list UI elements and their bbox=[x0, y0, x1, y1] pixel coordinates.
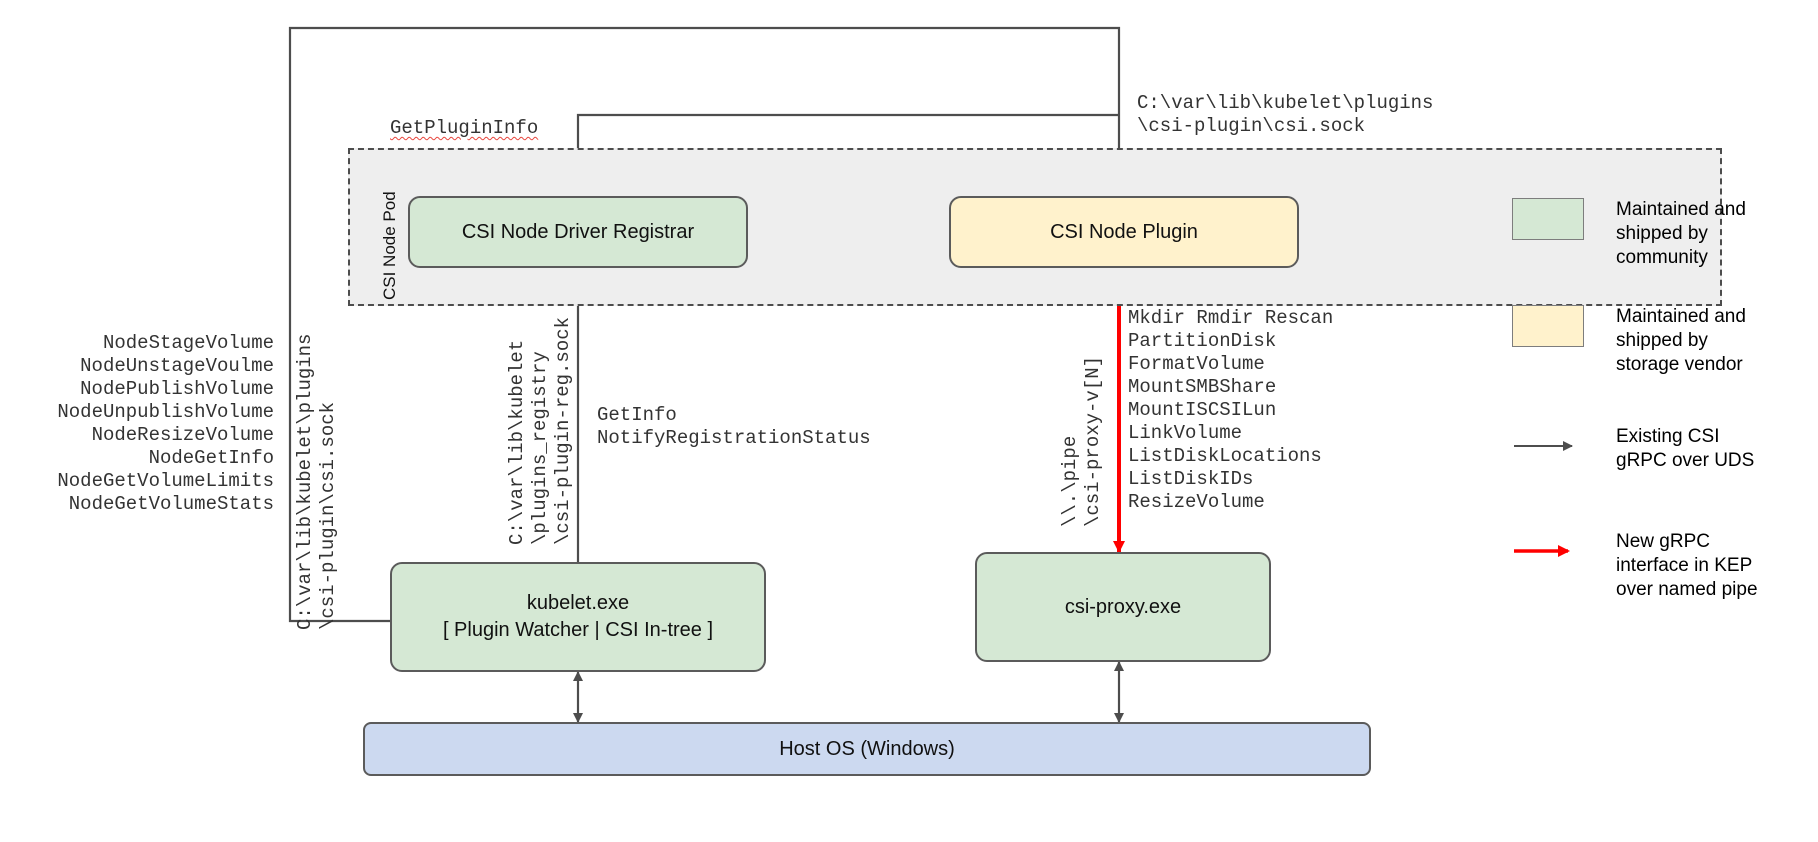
annotation-registration-rpcs: GetInfo NotifyRegistrationStatus bbox=[597, 404, 871, 449]
legend-label: New gRPC interface in KEP over named pip… bbox=[1616, 531, 1758, 600]
node-label: CSI Node Plugin bbox=[1050, 220, 1198, 243]
node-csi-node-driver-registrar[interactable]: CSI Node Driver Registrar bbox=[408, 196, 748, 268]
node-label-secondary: [ Plugin Watcher | CSI In-tree ] bbox=[442, 619, 714, 641]
annotation-plugins-registry-path: C:\var\lib\kubelet \plugins_registry \cs… bbox=[506, 316, 574, 545]
csi-node-pod-label: CSI Node Pod bbox=[380, 191, 399, 300]
node-host-os[interactable]: Host OS (Windows) bbox=[363, 722, 1371, 776]
node-label: Host OS (Windows) bbox=[779, 737, 955, 760]
legend-item-community: Maintained and shipped by community bbox=[1512, 198, 1766, 270]
legend-arrow-gray-icon bbox=[1512, 425, 1584, 467]
legend-swatch-vendor bbox=[1512, 305, 1584, 347]
annotation-named-pipe-path: \\.\pipe \csi-proxy-v[N] bbox=[1059, 355, 1104, 527]
legend-label: Maintained and shipped by storage vendor bbox=[1616, 306, 1746, 375]
legend-arrow-red-icon bbox=[1512, 530, 1584, 572]
node-csi-proxy-exe[interactable]: csi-proxy.exe bbox=[975, 552, 1271, 662]
node-label: csi-proxy.exe bbox=[1064, 595, 1182, 618]
legend-item-new-grpc: New gRPC interface in KEP over named pip… bbox=[1512, 530, 1766, 602]
annotation-node-service-rpcs: NodeStageVolume NodeUnstageVoulme NodePu… bbox=[57, 332, 274, 515]
legend-label: Existing CSI gRPC over UDS bbox=[1616, 426, 1755, 471]
legend-item-existing-grpc: Existing CSI gRPC over UDS bbox=[1512, 425, 1766, 473]
annotation-plugin-socket-path: C:\var\lib\kubelet\plugins \csi-plugin\c… bbox=[1137, 92, 1434, 137]
annotation-get-plugin-info: GetPluginInfo bbox=[390, 117, 539, 139]
node-label-primary: kubelet.exe bbox=[526, 592, 630, 614]
annotation-csi-proxy-operations: Mkdir Rmdir Rescan PartitionDisk FormatV… bbox=[1128, 307, 1334, 513]
node-csi-node-plugin[interactable]: CSI Node Plugin bbox=[949, 196, 1299, 268]
legend-label: Maintained and shipped by community bbox=[1616, 199, 1746, 268]
legend: Maintained and shipped by community Main… bbox=[1512, 0, 1812, 842]
node-label: CSI Node Driver Registrar bbox=[461, 220, 695, 243]
node-kubelet-exe[interactable]: kubelet.exe [ Plugin Watcher | CSI In-tr… bbox=[390, 562, 766, 672]
legend-item-storage-vendor: Maintained and shipped by storage vendor bbox=[1512, 305, 1766, 377]
legend-swatch-community bbox=[1512, 198, 1584, 240]
annotation-kubelet-plugin-socket-path: C:\var\lib\kubelet\plugins \csi-plugin\c… bbox=[294, 333, 339, 630]
